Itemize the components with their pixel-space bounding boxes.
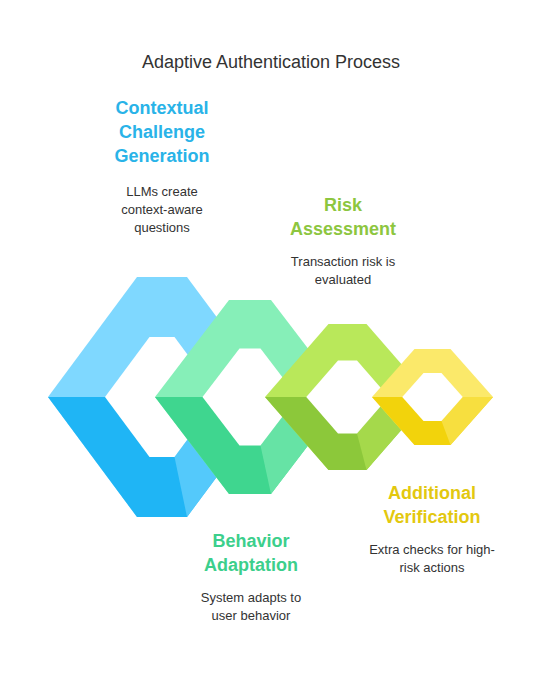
stage-label: Additional VerificationExtra checks for … (362, 481, 502, 577)
stage-heading: Risk Assessment (278, 193, 408, 241)
stage-heading: Contextual Challenge Generation (102, 96, 222, 168)
stage-heading: Behavior Adaptation (191, 529, 311, 577)
stage-label: Contextual Challenge GenerationLLMs crea… (97, 96, 227, 237)
stage-label: Risk AssessmentTransaction risk is evalu… (273, 193, 413, 289)
stage-description: System adapts to user behavior (191, 589, 311, 625)
ring-hole (402, 373, 463, 421)
stage-description: Extra checks for high-risk actions (367, 541, 497, 577)
hex-ring (372, 349, 493, 445)
stage-label: Behavior AdaptationSystem adapts to user… (186, 529, 316, 625)
ring-upper-face (372, 349, 493, 445)
stage-description: LLMs create context-aware questions (102, 183, 222, 237)
diagram-title: Adaptive Authentication Process (0, 50, 542, 74)
stage-description: Transaction risk is evaluated (278, 253, 408, 289)
stage-heading: Additional Verification (372, 481, 492, 529)
